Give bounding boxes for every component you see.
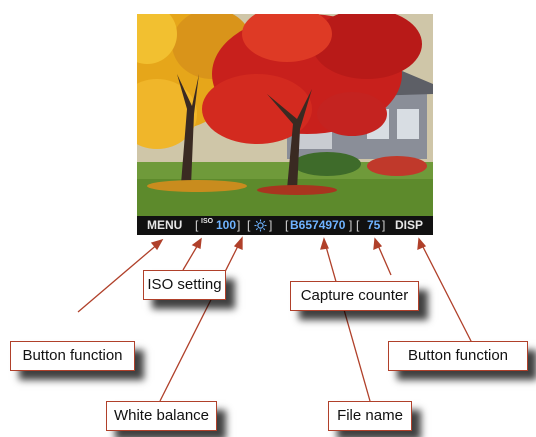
preview-photo (137, 14, 433, 216)
leader-menu (77, 242, 160, 313)
counter-close-bracket: ] (382, 218, 386, 232)
file-open-bracket: [ (285, 218, 289, 232)
callout-file-name: File name (328, 401, 412, 431)
iso-value: 100 (216, 218, 237, 232)
menu-label: MENU (147, 218, 183, 232)
autumn-trees-image (137, 14, 433, 216)
iso-label: ISO (201, 218, 214, 225)
leader-capture-counter (376, 242, 392, 276)
iso-close-bracket: ] (237, 218, 241, 232)
leader-file-name (324, 242, 371, 402)
disp-label: DISP (395, 218, 424, 232)
capture-counter-value: 75 (367, 218, 381, 232)
callout-button-function-right: Button function (388, 341, 528, 371)
wb-open-bracket: [ (247, 218, 251, 232)
sun-icon (254, 219, 267, 232)
counter-open-bracket: [ (356, 218, 360, 232)
status-bar: MENU [ ISO 100 ] [ ] [ B6574970 ] [ 75 ]… (137, 216, 433, 235)
leader-iso (182, 242, 200, 271)
file-close-bracket: ] (349, 218, 353, 232)
leader-white-balance (159, 241, 241, 402)
wb-close-bracket: ] (269, 218, 273, 232)
callout-white-balance: White balance (106, 401, 217, 431)
callout-capture-counter: Capture counter (290, 281, 419, 311)
file-name-value: B6574970 (290, 218, 346, 232)
iso-open-bracket: [ (195, 218, 199, 232)
leader-disp (420, 242, 473, 344)
callout-iso-setting: ISO setting (143, 270, 226, 300)
callout-button-function-left: Button function (10, 341, 135, 371)
